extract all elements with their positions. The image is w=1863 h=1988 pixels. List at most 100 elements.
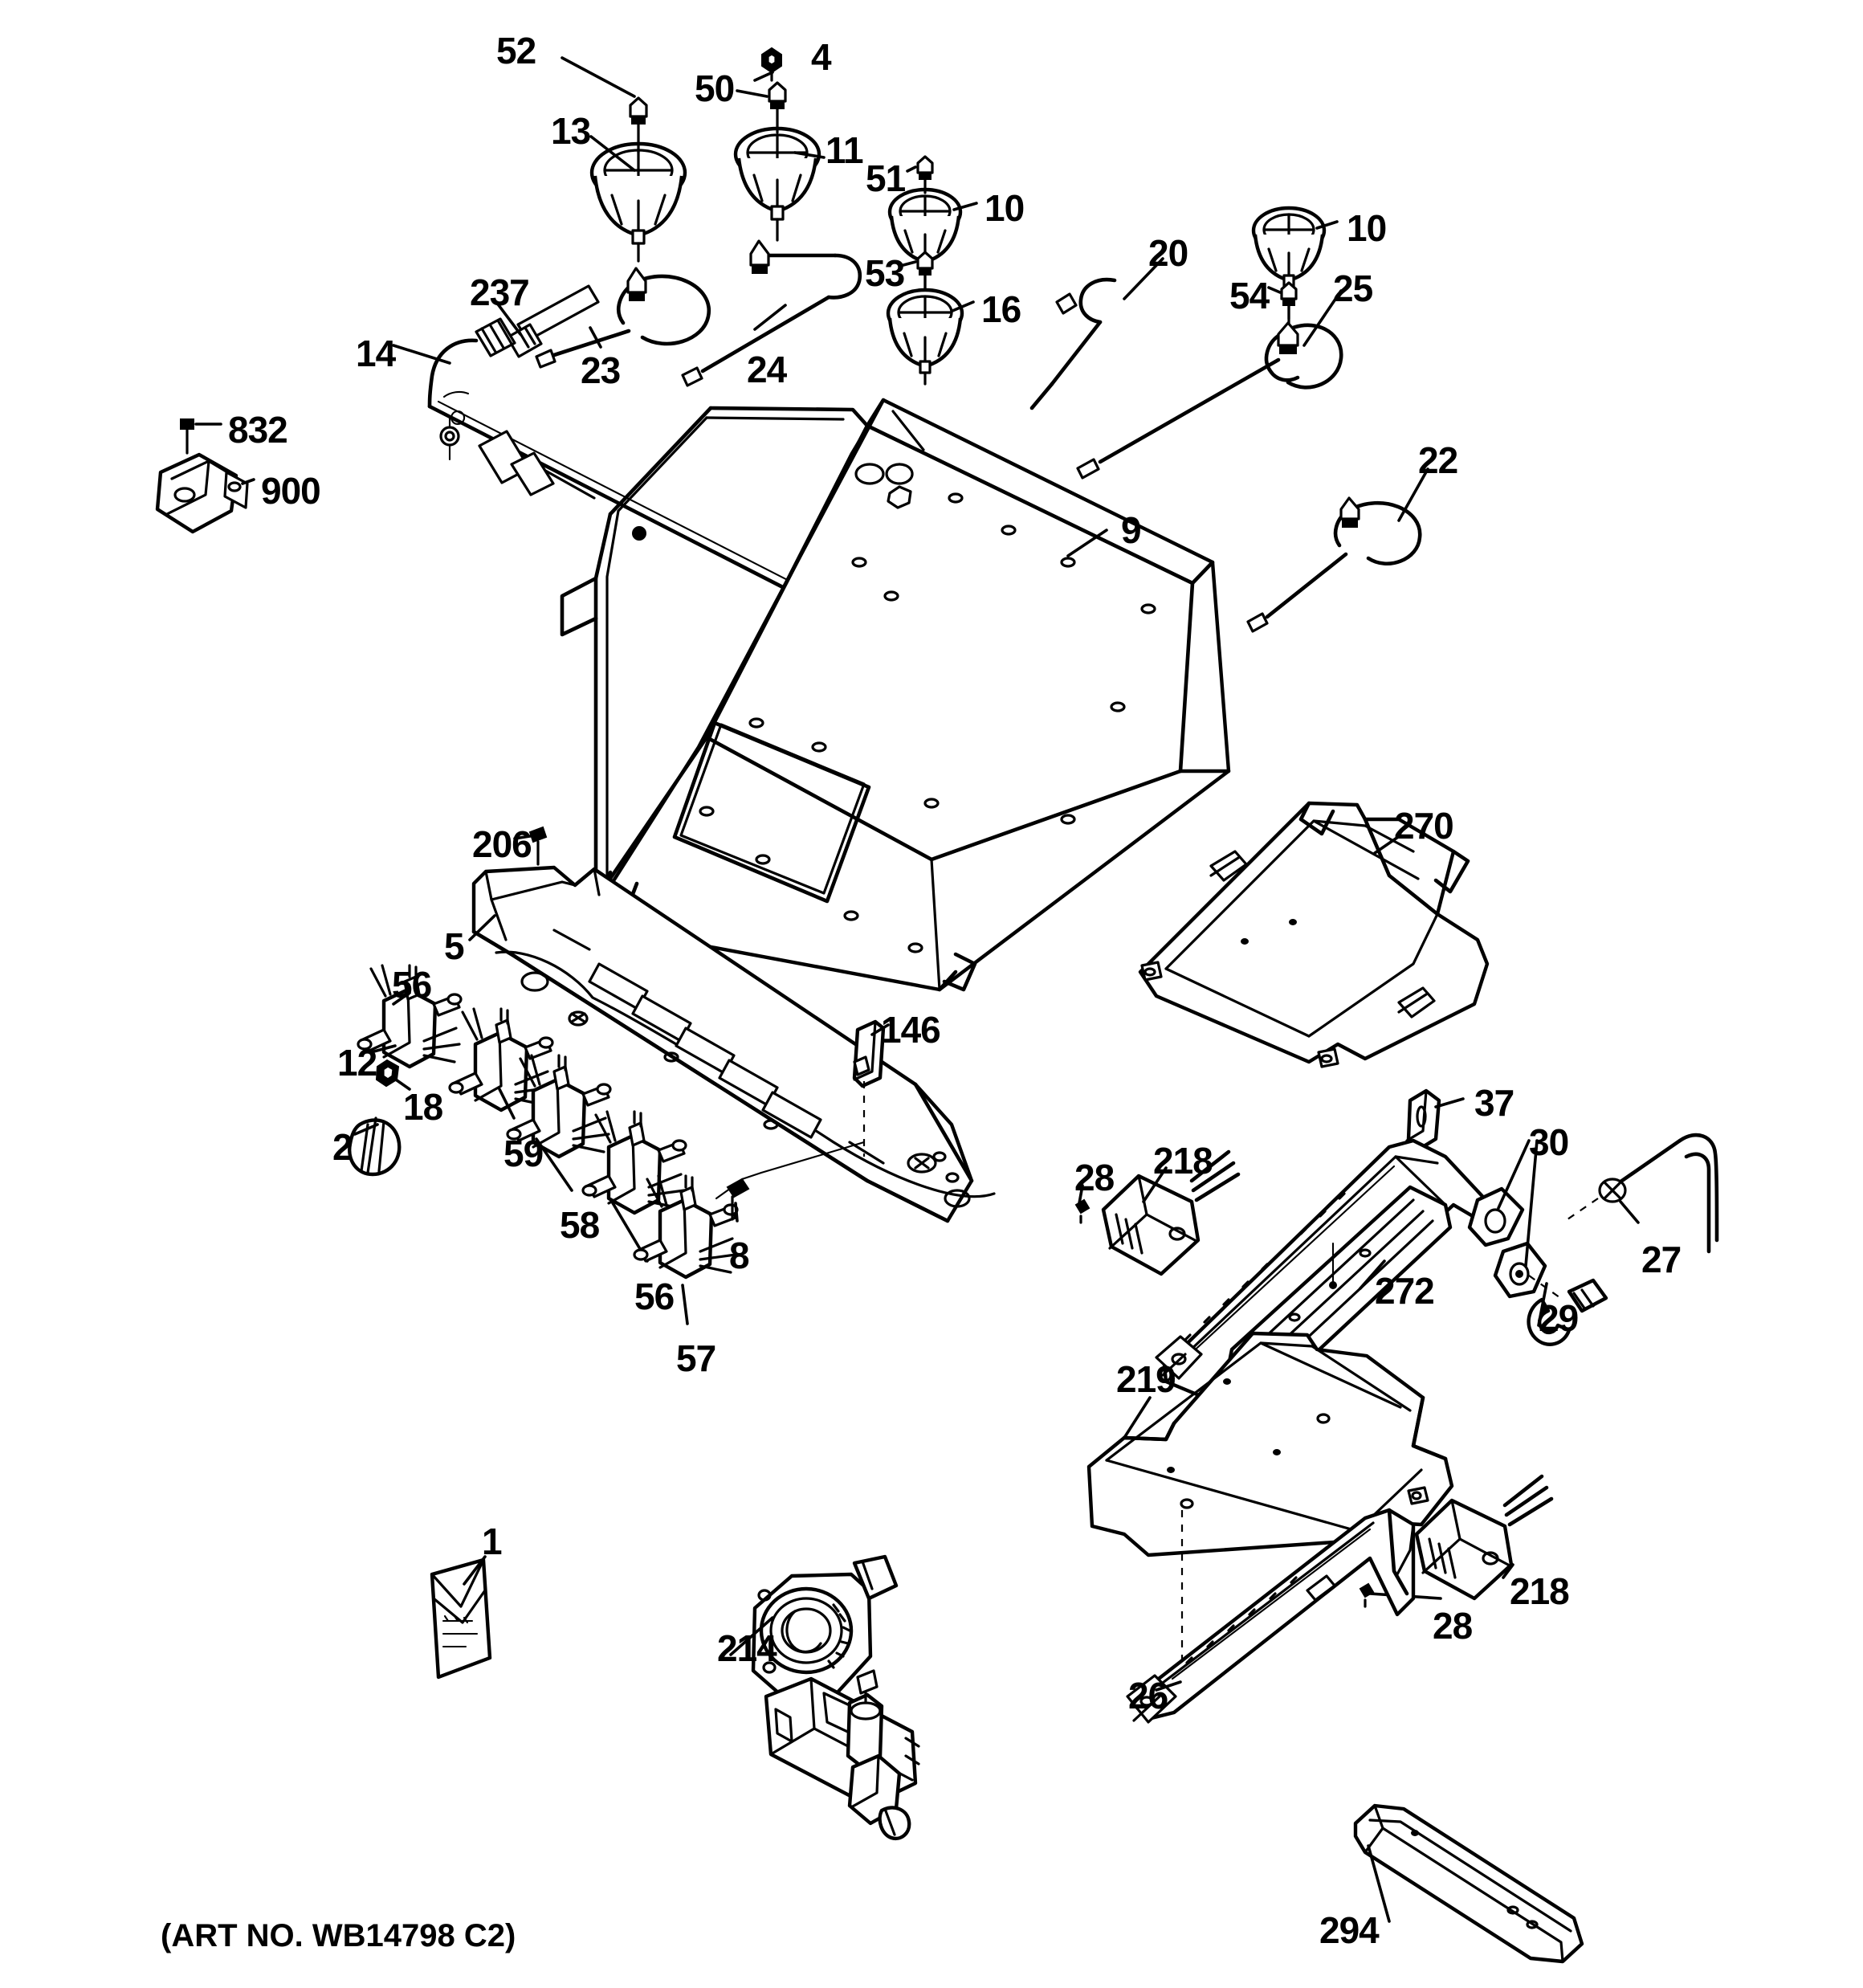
callout-56-a: 56 xyxy=(392,964,432,1006)
burner-16 xyxy=(886,288,964,386)
gas-tube-22 xyxy=(1246,496,1422,633)
pressure-regulator-214 xyxy=(751,1554,920,1841)
valve-56a xyxy=(357,964,463,1069)
leader-50 xyxy=(736,89,768,98)
leader-58 xyxy=(535,1137,573,1192)
callout-18: 18 xyxy=(403,1086,443,1128)
valve-56b xyxy=(581,1110,687,1215)
callout-11: 11 xyxy=(826,129,864,171)
bracket-37 xyxy=(1405,1088,1441,1151)
leader-218a xyxy=(1142,1166,1168,1203)
callout-294: 294 xyxy=(1319,1909,1380,1951)
screw-8 xyxy=(715,1141,866,1221)
screw-28b xyxy=(1359,1582,1375,1608)
callout-58: 58 xyxy=(560,1204,600,1246)
callout-237: 237 xyxy=(470,271,530,313)
orifice-52 xyxy=(629,96,648,154)
orifice-51 xyxy=(916,155,934,194)
leader-24 xyxy=(753,304,787,331)
valve-59 xyxy=(448,1007,554,1112)
valve-58 xyxy=(506,1054,612,1159)
leader-27 xyxy=(1619,1200,1640,1224)
leader-56a xyxy=(392,991,411,1006)
leader-219 xyxy=(1123,1396,1152,1439)
broil-burner-26 xyxy=(1126,1508,1416,1724)
callout-832: 832 xyxy=(228,409,288,451)
callout-14: 14 xyxy=(356,333,396,374)
leader-20 xyxy=(1123,257,1164,300)
leader-59 xyxy=(498,1088,516,1120)
heat-shield-219 xyxy=(1086,1331,1454,1557)
control-knob-2 xyxy=(348,1116,402,1177)
leader-218b xyxy=(1502,1563,1514,1579)
callout-51: 51 xyxy=(866,157,906,199)
leader-900 xyxy=(241,478,255,485)
callout-28-a: 28 xyxy=(1074,1157,1115,1198)
leader-294 xyxy=(1367,1844,1391,1923)
leader-30a xyxy=(1497,1139,1531,1210)
leader-214 xyxy=(729,1616,774,1656)
leader-4 xyxy=(753,71,774,82)
leader-16 xyxy=(951,300,975,312)
callout-13: 13 xyxy=(551,110,591,152)
leader-23 xyxy=(589,326,602,349)
callout-27: 27 xyxy=(1641,1239,1682,1280)
leader-13 xyxy=(589,135,636,172)
callout-5: 5 xyxy=(444,925,465,967)
leader-272 xyxy=(1359,1259,1386,1290)
leader-28a xyxy=(1078,1184,1084,1205)
callout-28-b: 28 xyxy=(1433,1605,1473,1647)
callout-218-b: 218 xyxy=(1510,1570,1570,1612)
callout-214: 214 xyxy=(717,1627,777,1669)
leader-26 xyxy=(1155,1680,1182,1692)
gas-tube-23 xyxy=(535,267,711,369)
flame-spreader-294 xyxy=(1353,1803,1584,1964)
heat-shield-270 xyxy=(1138,801,1490,1068)
anti-tip-bracket-900 xyxy=(155,452,249,534)
callout-57: 57 xyxy=(676,1337,716,1379)
leader-2 xyxy=(353,1123,379,1136)
callout-54: 54 xyxy=(1229,275,1270,316)
orifice-53 xyxy=(916,251,934,292)
callout-218-a: 218 xyxy=(1153,1140,1213,1182)
leader-11 xyxy=(793,151,826,159)
callout-25: 25 xyxy=(1333,267,1373,309)
callout-26: 26 xyxy=(1128,1675,1168,1717)
callout-206: 206 xyxy=(472,823,532,865)
callout-146: 146 xyxy=(881,1009,941,1051)
leader-237 xyxy=(495,300,522,336)
callout-20: 20 xyxy=(1148,232,1188,274)
leader-206 xyxy=(513,835,532,840)
callout-270: 270 xyxy=(1394,805,1454,847)
callout-29: 29 xyxy=(1539,1297,1579,1339)
callout-24: 24 xyxy=(747,349,787,390)
art-number-note: (ART NO. WB14798 C2) xyxy=(161,1918,516,1953)
clip-146 xyxy=(852,1019,886,1088)
callout-59: 59 xyxy=(503,1133,544,1174)
callout-900: 900 xyxy=(261,470,321,512)
leader-10b xyxy=(1315,220,1339,230)
gas-tube-25 xyxy=(1076,321,1343,480)
leader-14 xyxy=(392,344,451,365)
leader-9 xyxy=(1066,529,1108,557)
nut-18 xyxy=(375,1059,400,1088)
leader-1 xyxy=(463,1555,487,1586)
leader-22 xyxy=(1397,467,1429,522)
callout-10-a: 10 xyxy=(984,187,1025,229)
leader-57 xyxy=(681,1284,689,1325)
orifice-50 xyxy=(768,81,787,134)
callout-272: 272 xyxy=(1375,1270,1435,1312)
leader-54 xyxy=(1267,286,1282,294)
callout-9: 9 xyxy=(1121,509,1142,551)
leader-51 xyxy=(906,165,917,173)
gas-tube-20 xyxy=(1029,277,1117,410)
igniter-switch-218b xyxy=(1414,1474,1554,1601)
callout-23: 23 xyxy=(581,349,621,391)
leader-5 xyxy=(468,914,496,941)
leader-53 xyxy=(902,260,917,267)
callout-37: 37 xyxy=(1474,1082,1514,1124)
callout-4: 4 xyxy=(811,36,832,78)
screw-206 xyxy=(528,826,548,866)
